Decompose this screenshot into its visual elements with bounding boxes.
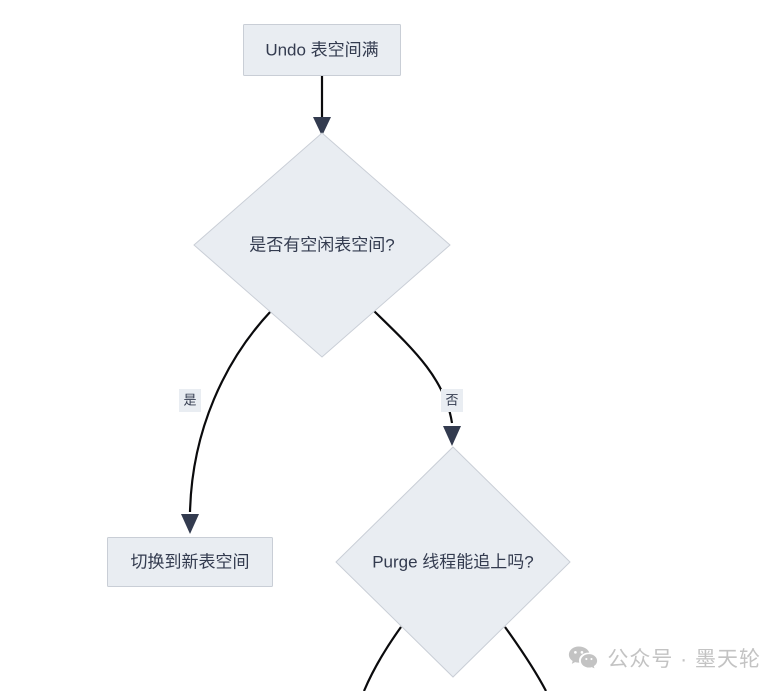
edge-line [362, 626, 402, 691]
node-switch-to-new-tablespace[interactable]: 切换到新表空间 [107, 537, 273, 587]
node-undo-tablespace-full[interactable]: Undo 表空间满 [243, 24, 401, 76]
node-shape-diamond [193, 132, 451, 358]
edge-undo-full-to-free-space-check [313, 76, 331, 136]
edge-label-chip [179, 389, 201, 412]
edge-yes-to-switch-tablespace [181, 310, 272, 534]
edge-no-to-purge-check [373, 310, 461, 446]
edge-purge-check-outgoing-right [504, 626, 547, 691]
arrow-head-icon [181, 514, 199, 534]
node-purge-thread-decision[interactable]: Purge 线程能追上吗? [335, 446, 571, 678]
node-label: 切换到新表空间 [131, 552, 250, 571]
edge-line [504, 626, 547, 691]
edge-purge-check-outgoing-left [362, 626, 402, 691]
edge-line [188, 310, 272, 513]
edge-line [373, 310, 454, 424]
edge-label-text: 否 [445, 392, 458, 407]
node-shape-rectangle [107, 537, 273, 587]
edge-label-text: 是 [183, 392, 196, 407]
edge-label-yes: 是 [179, 389, 201, 412]
arrow-head-icon [313, 117, 331, 136]
node-free-tablespace-decision[interactable]: 是否有空闲表空间? [193, 132, 451, 358]
node-shape-rectangle [243, 24, 401, 76]
node-shape-diamond [335, 446, 571, 678]
node-label: 是否有空闲表空间? [249, 235, 394, 254]
node-label: Undo 表空间满 [265, 40, 378, 59]
node-label: Purge 线程能追上吗? [372, 552, 534, 571]
edge-label-chip [441, 389, 463, 412]
arrow-head-icon [443, 426, 461, 446]
edge-label-no: 否 [441, 389, 463, 412]
